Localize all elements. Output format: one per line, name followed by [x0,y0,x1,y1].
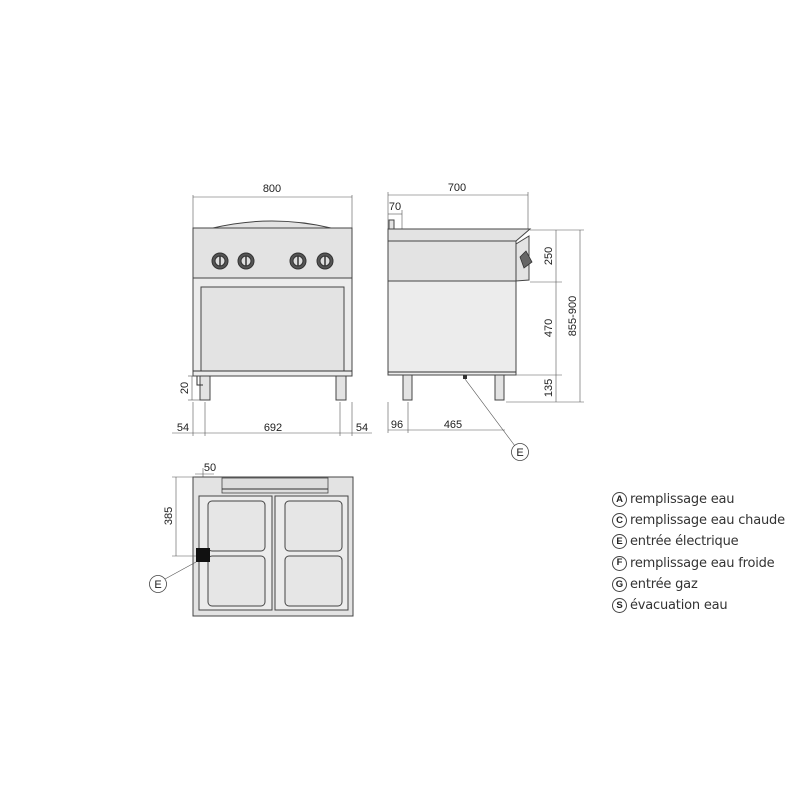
callout-circle [149,575,167,593]
knob-icon [237,252,255,270]
front-left-foot [199,375,211,401]
legend-letter-badge: C [612,513,627,529]
side-cabinet [387,280,517,376]
legend-item: S évacuation eau [612,595,785,616]
knob-icon [519,250,533,269]
legend-item: G entrée gaz [612,574,785,595]
front-top-plate [212,220,332,229]
legend-label: remplissage eau froide [630,555,775,571]
front-view: 800 [172,183,372,436]
connection-legend: A remplissage eau C remplissage eau chau… [612,489,785,616]
knob-icon [316,252,334,270]
legend-letter-badge: A [612,492,627,508]
electric-inlet-marker [196,548,210,562]
legend-label: évacuation eau [630,598,728,614]
electric-inlet-marker [196,376,203,386]
top-height-label: 250 [543,247,555,265]
hotplate-front-left [207,555,266,607]
legend-label: entrée gaz [630,576,698,592]
legend-letter-badge: S [612,598,627,614]
callout-label: E [516,447,523,459]
legend-item: C remplissage eau chaude [612,510,785,531]
legend-letter-badge: F [612,555,627,571]
knob-icon [289,252,307,270]
left-foot-label: 96 [391,419,403,431]
side-offset-label: 50 [204,462,216,474]
side-view: 700 70 250 470 135 855-900 96 465 [387,182,584,461]
left-offset-label: 54 [177,422,189,434]
legend-label: entrée électrique [630,534,739,550]
connection-depth-label: 385 [163,507,175,525]
hotplate-front-right [284,555,343,607]
legend-letter-badge: G [612,576,627,592]
right-offset-label: 54 [356,422,368,434]
side-top-plate [387,228,532,242]
width-label: 800 [263,183,281,195]
total-height-label: 855-900 [567,296,579,336]
hotplate-rear-right [284,500,343,552]
middle-height-label: 470 [543,319,555,337]
control-panel [192,227,353,279]
back-rail [221,477,329,494]
back-offset-label: 70 [389,201,401,213]
knob-icon [211,252,229,270]
electric-inlet-marker [463,375,467,379]
callout-leader [464,378,516,447]
side-left-foot [402,374,413,401]
legend-letter-badge: E [612,534,627,550]
legend-label: remplissage eau [630,492,735,508]
depth-label: 700 [448,182,466,194]
callout-leader [164,561,197,580]
bottom-height-label: 135 [543,379,555,397]
legend-item: F remplissage eau froide [612,553,785,574]
side-right-foot [494,374,505,401]
foot-height-label: 20 [179,382,191,394]
back-upstand [388,219,395,230]
callout-circle [511,443,529,461]
top-view: 50 385 E [149,462,354,617]
side-control-zone [387,240,517,282]
oven-door [200,286,345,372]
front-right-foot [335,375,347,401]
connection-offset-label: 465 [444,419,462,431]
legend-item: A remplissage eau [612,489,785,510]
legend-label: remplissage eau chaude [630,513,785,529]
hotplate-rear-left [207,500,266,552]
callout-label: E [154,579,161,591]
feet-span-label: 692 [264,422,282,434]
legend-item: E entrée électrique [612,531,785,552]
